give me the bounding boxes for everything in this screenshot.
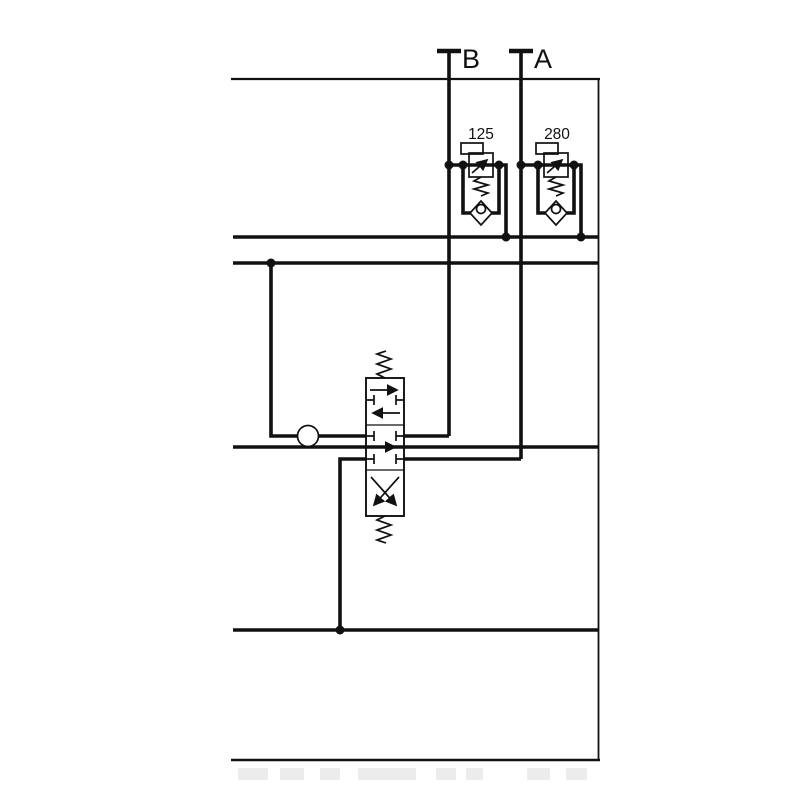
relief-a-spring <box>545 176 567 197</box>
bus2-drop-line <box>269 263 366 438</box>
bus-lines <box>233 235 598 632</box>
junction-dot <box>501 232 511 242</box>
junction-dot <box>335 625 345 635</box>
valve-pos3-cross-2 <box>372 476 400 507</box>
relief-b-arrow <box>471 158 489 174</box>
valve-bottom-spring <box>374 515 394 544</box>
junction-dot <box>569 160 579 170</box>
relief-b-pilot-box <box>460 142 484 155</box>
junction-dot <box>458 160 468 170</box>
relief-b-feed-return <box>449 163 508 237</box>
valve-body <box>365 377 405 517</box>
valve-to-bus4-line <box>338 457 366 630</box>
valve-port-marks <box>366 395 404 464</box>
junction-dot <box>516 160 526 170</box>
port-b-label: B <box>462 44 480 74</box>
watermark-block <box>320 768 340 780</box>
relief-a-setting: 280 <box>544 126 570 143</box>
junction-dot <box>576 232 586 242</box>
watermark-block <box>238 768 268 780</box>
valve-top-spring <box>374 350 394 379</box>
port-a-label: A <box>534 44 552 74</box>
relief-b-setting: 125 <box>468 126 494 143</box>
watermark <box>238 768 587 780</box>
relief-valve-a: 280 <box>535 126 570 227</box>
junction-dot <box>533 160 543 170</box>
port-b: B <box>437 44 480 74</box>
junction-dot <box>494 160 504 170</box>
watermark-block <box>436 768 456 780</box>
relief-a-arrow <box>546 158 564 174</box>
relief-b-spring <box>470 176 492 197</box>
directional-valve <box>365 350 405 544</box>
relief-valve-b: 125 <box>460 126 494 227</box>
junction-dots <box>266 160 586 635</box>
watermark-block <box>566 768 587 780</box>
watermark-block <box>527 768 550 780</box>
valve-pos3-cross-1 <box>370 476 398 507</box>
port-a: A <box>509 44 552 74</box>
check-valve-icon <box>296 424 320 448</box>
frame <box>231 77 600 762</box>
relief-a-pilot-box <box>535 142 559 155</box>
watermark-block <box>358 768 416 780</box>
circuit-lines <box>269 49 583 630</box>
watermark-block <box>280 768 304 780</box>
relief-a-check-ball <box>550 203 562 215</box>
junction-dot <box>444 160 454 170</box>
relief-b-check-ball <box>475 203 487 215</box>
relief-a-feed-return <box>521 163 583 237</box>
watermark-block <box>466 768 483 780</box>
junction-dot <box>266 258 276 268</box>
